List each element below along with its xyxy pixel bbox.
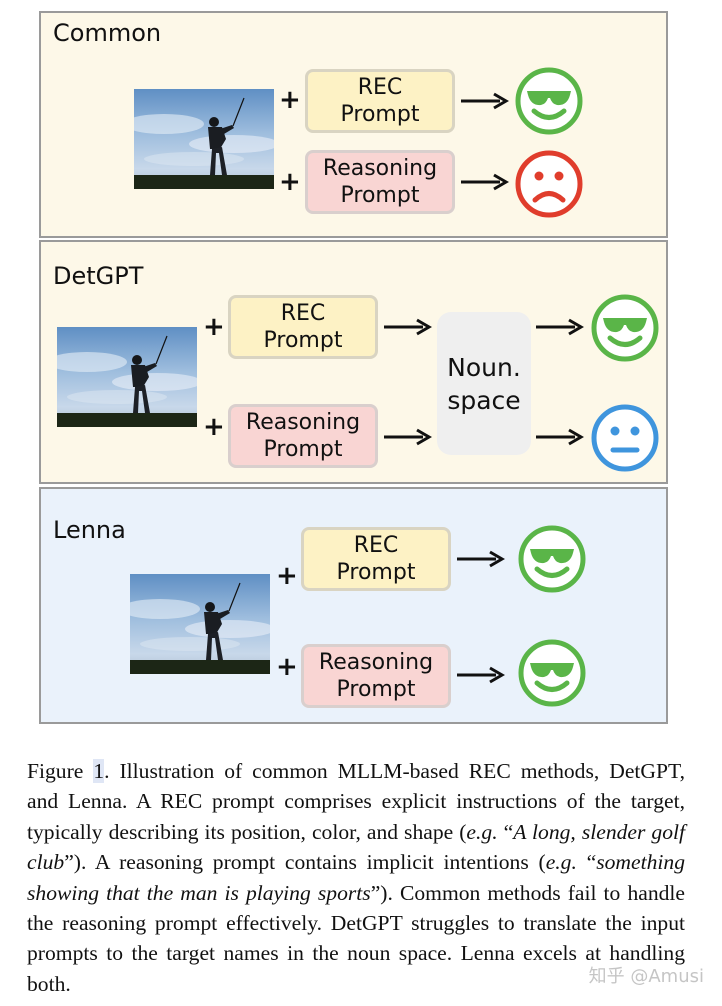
panel-title-lenna: Lenna xyxy=(53,516,126,544)
rec-prompt-line1: REC xyxy=(353,533,399,558)
cool-face-icon xyxy=(517,524,587,594)
noun-space-line2: space xyxy=(447,385,521,415)
arrow-right-icon xyxy=(535,317,585,337)
arrow-right-icon xyxy=(383,317,433,337)
cool-face-icon xyxy=(514,66,584,136)
golfer-photo xyxy=(57,327,197,427)
plus-icon: + xyxy=(276,561,298,591)
caption-fig-label: Figure xyxy=(27,759,94,783)
figure-caption: Figure 1. Illustration of common MLLM-ba… xyxy=(27,756,685,999)
cool-face-icon xyxy=(517,638,587,708)
arrow-right-icon xyxy=(456,665,506,685)
plus-icon: + xyxy=(203,412,225,442)
caption-eg-2: e.g. xyxy=(545,850,577,875)
panel-title-common: Common xyxy=(53,19,162,47)
reasoning-prompt-line1: Reasoning xyxy=(245,410,361,435)
neutral-face-icon xyxy=(590,403,660,473)
arrow-right-icon xyxy=(460,172,510,192)
caption-fig-number[interactable]: 1 xyxy=(93,759,105,783)
reasoning-prompt-line2: Prompt xyxy=(336,677,416,702)
panel-title-detgpt: DetGPT xyxy=(53,262,144,290)
caption-quote-1: A long, slender golf club xyxy=(27,819,686,875)
rec-prompt-box: REC Prompt xyxy=(301,527,451,591)
arrow-right-icon xyxy=(383,427,433,447)
noun-space-box: Noun. space xyxy=(437,312,531,455)
arrow-right-icon xyxy=(535,427,585,447)
rec-prompt-box: REC Prompt xyxy=(228,295,378,359)
noun-space-line1: Noun. xyxy=(447,352,521,382)
caption-text-2: ”). A reasoning prompt contains implicit… xyxy=(64,850,546,875)
reasoning-prompt-box: Reasoning Prompt xyxy=(301,644,451,708)
caption-quote-2: something showing that the man is playin… xyxy=(27,850,685,905)
caption-eg-1: e.g. xyxy=(466,819,498,844)
watermark: 知乎 @Amusi xyxy=(588,966,704,987)
reasoning-prompt-line1: Reasoning xyxy=(322,156,438,181)
plus-icon: + xyxy=(279,167,301,197)
cool-face-icon xyxy=(590,293,660,363)
reasoning-prompt-line2: Prompt xyxy=(340,183,420,208)
reasoning-prompt-box: Reasoning Prompt xyxy=(305,150,455,214)
caption-text-3: ”). Common methods fail to handle the re… xyxy=(27,880,686,996)
plus-icon: + xyxy=(279,85,301,115)
rec-prompt-box: REC Prompt xyxy=(305,69,455,133)
rec-prompt-line1: REC xyxy=(280,301,326,326)
reasoning-prompt-line2: Prompt xyxy=(263,437,343,462)
reasoning-prompt-line1: Reasoning xyxy=(318,650,434,675)
sad-face-icon xyxy=(514,149,584,219)
caption-text-1: . Illustration of common MLLM-based REC … xyxy=(27,759,685,844)
rec-prompt-line2: Prompt xyxy=(263,328,343,353)
rec-prompt-line2: Prompt xyxy=(340,102,420,127)
caption-quote-open-2: “ xyxy=(576,850,597,875)
reasoning-prompt-box: Reasoning Prompt xyxy=(228,404,378,468)
golfer-photo xyxy=(130,574,270,674)
caption-quote-open-1: “ xyxy=(497,819,514,844)
arrow-right-icon xyxy=(460,91,510,111)
plus-icon: + xyxy=(276,652,298,682)
golfer-photo xyxy=(134,89,274,189)
plus-icon: + xyxy=(203,312,225,342)
rec-prompt-line1: REC xyxy=(357,75,403,100)
arrow-right-icon xyxy=(456,549,506,569)
rec-prompt-line2: Prompt xyxy=(336,560,416,585)
